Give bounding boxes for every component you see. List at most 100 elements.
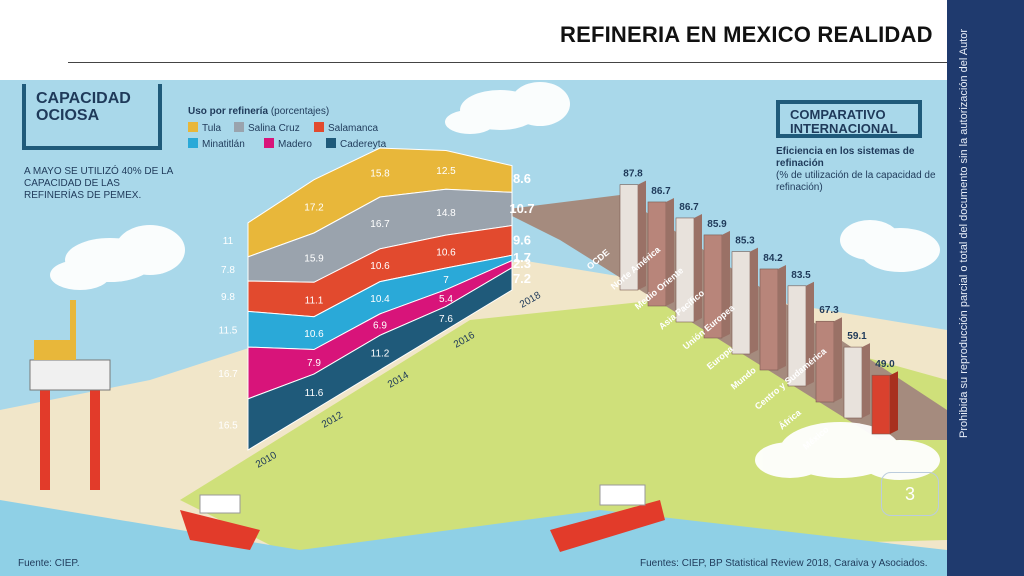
capacity-box: CAPACIDAD OCIOSA <box>22 84 162 150</box>
comparison-bar-side <box>694 213 702 322</box>
area-value-label: 16.7 <box>370 219 390 230</box>
area-value-label: 7 <box>443 275 449 286</box>
legend-swatch <box>188 138 198 148</box>
comparison-box: COMPARATIVO INTERNACIONAL <box>776 100 922 138</box>
area-value-label: 11.6 <box>305 388 324 399</box>
comparison-subtitle-rest: (% de utilización de la capacidad de ref… <box>776 170 936 193</box>
legend-swatch <box>326 138 336 148</box>
comparison-bar-side <box>862 343 870 418</box>
legend-item-minatitlan: Minatitlán <box>188 138 245 150</box>
comparison-bar <box>731 251 751 355</box>
area-value-label: 10.6 <box>370 261 390 272</box>
area-value-label: 10.7 <box>509 201 534 216</box>
legend-swatch <box>264 138 274 148</box>
legend-item-salina-cruz: Salina Cruz <box>234 122 300 134</box>
cloud-top <box>445 82 570 134</box>
legend-label: Cadereyta <box>340 139 387 150</box>
comparison-value-label: 67.3 <box>819 305 839 316</box>
cloud-bottom <box>755 422 940 480</box>
legend-swatch <box>234 122 244 132</box>
cloud-left <box>50 225 185 290</box>
area-value-label: 11.5 <box>219 325 238 336</box>
area-value-label: 7.8 <box>221 265 235 276</box>
area-value-label: 16.5 <box>218 420 238 431</box>
area-value-label: 10.4 <box>370 294 390 305</box>
infographic-canvas: 11 17.2 15.8 12.5 8.6 7.8 15.9 16.7 14.8 10.7 9.8 1… <box>0 82 947 576</box>
comparison-bar-side <box>750 247 758 354</box>
legend-swatch <box>314 122 324 132</box>
legend-item-cadereyta: Cadereyta <box>326 138 386 150</box>
comparison-bar-side <box>890 371 898 434</box>
area-band-cadereyta <box>247 266 513 451</box>
sea-band <box>0 500 947 576</box>
capacity-note: A MAYO SE UTILIZÓ 40% DE LA CAPACIDAD DE… <box>24 166 173 201</box>
comparison-value-label: 86.7 <box>679 202 699 213</box>
comparison-bar-side <box>722 230 730 338</box>
legend-title-bold: Uso por refinería <box>188 106 269 117</box>
area-value-label: 7.6 <box>439 314 453 325</box>
area-value-label: 9.6 <box>513 232 531 247</box>
area-value-label: 14.8 <box>436 208 456 219</box>
sidebar: Prohibida su reproducción parcial o tota… <box>881 0 1024 576</box>
comparison-bar-side <box>806 281 814 386</box>
comparison-bar <box>759 268 779 371</box>
comparison-bar-side <box>834 317 842 402</box>
area-value-label: 7.9 <box>307 358 321 369</box>
legend-label: Tula <box>202 123 222 134</box>
legend-item-madero: Madero <box>264 138 312 150</box>
comparison-value-label: 85.3 <box>735 236 755 247</box>
area-value-label: 1.7 <box>513 250 531 265</box>
area-value-label: 10.6 <box>436 248 456 259</box>
legend-title-rest: (porcentajes) <box>270 106 330 117</box>
refinery-infographic: 11 17.2 15.8 12.5 8.6 7.8 15.9 16.7 14.8 10.7 9.8 1… <box>0 80 947 576</box>
ground-grass <box>180 300 947 560</box>
comparison-bar <box>871 374 891 435</box>
area-value-label: 11.1 <box>305 295 324 306</box>
legend-label: Salina Cruz <box>248 123 300 134</box>
area-value-label: 15.9 <box>304 254 324 265</box>
legend-title: Uso por refinería (porcentajes) <box>188 106 329 117</box>
area-value-label: 8.6 <box>513 171 531 186</box>
comparison-value-label: 83.5 <box>791 270 811 281</box>
page-number: 3 <box>881 472 939 516</box>
cloud-right <box>840 220 940 272</box>
comparison-subtitle-bold: Eficiencia en los sistemas de refinación <box>776 146 915 169</box>
area-value-label: 10.6 <box>304 329 324 340</box>
comparison-value-label: 49.0 <box>875 359 895 370</box>
sidebar-copyright-note: Prohibida su reproducción parcial o tota… <box>958 28 970 438</box>
comparison-bar <box>843 346 863 419</box>
area-value-label: 17.2 <box>304 202 324 213</box>
comparison-bar-side <box>638 180 646 290</box>
legend-label: Madero <box>278 139 312 150</box>
comparison-value-label: 87.8 <box>623 169 643 180</box>
legend-label: Salamanca <box>328 123 379 134</box>
area-value-label: 15.8 <box>370 169 390 180</box>
comparison-value-label: 85.9 <box>707 219 727 230</box>
legend-label: Minatitlán <box>202 139 245 150</box>
comparison-bar-side <box>778 264 786 370</box>
area-value-label: 12.5 <box>436 166 456 177</box>
area-value-label: 2.3 <box>513 256 531 271</box>
ship-icon-left <box>180 494 260 550</box>
comparison-value-label: 59.1 <box>847 331 867 342</box>
legend-item-salamanca: Salamanca <box>314 122 378 134</box>
ship-icon-right <box>550 484 665 552</box>
slide-title: REFINERIA EN MEXICO REALIDAD <box>560 22 933 47</box>
legend-item-tula: Tula <box>188 122 221 134</box>
legend-swatch <box>188 122 198 132</box>
area-value-label: 9.8 <box>221 292 235 303</box>
source-left: Fuente: CIEP. <box>18 558 80 569</box>
source-right: Fuentes: CIEP, BP Statistical Review 201… <box>640 558 928 569</box>
area-value-label: 16.7 <box>218 369 238 380</box>
area-value-label: 5.4 <box>439 294 453 305</box>
title-divider <box>68 62 956 63</box>
comparison-subtitle: Eficiencia en los sistemas de refinación… <box>776 146 946 194</box>
area-value-label: 7.2 <box>513 271 531 286</box>
comparison-bar-side <box>666 197 674 306</box>
comparison-value-label: 84.2 <box>763 253 783 264</box>
area-value-label: 11 <box>223 236 234 247</box>
area-value-label: 11.2 <box>371 349 390 360</box>
area-value-label: 6.9 <box>373 321 387 332</box>
comparison-value-label: 86.7 <box>651 186 671 197</box>
oil-platform-icon <box>29 300 111 490</box>
